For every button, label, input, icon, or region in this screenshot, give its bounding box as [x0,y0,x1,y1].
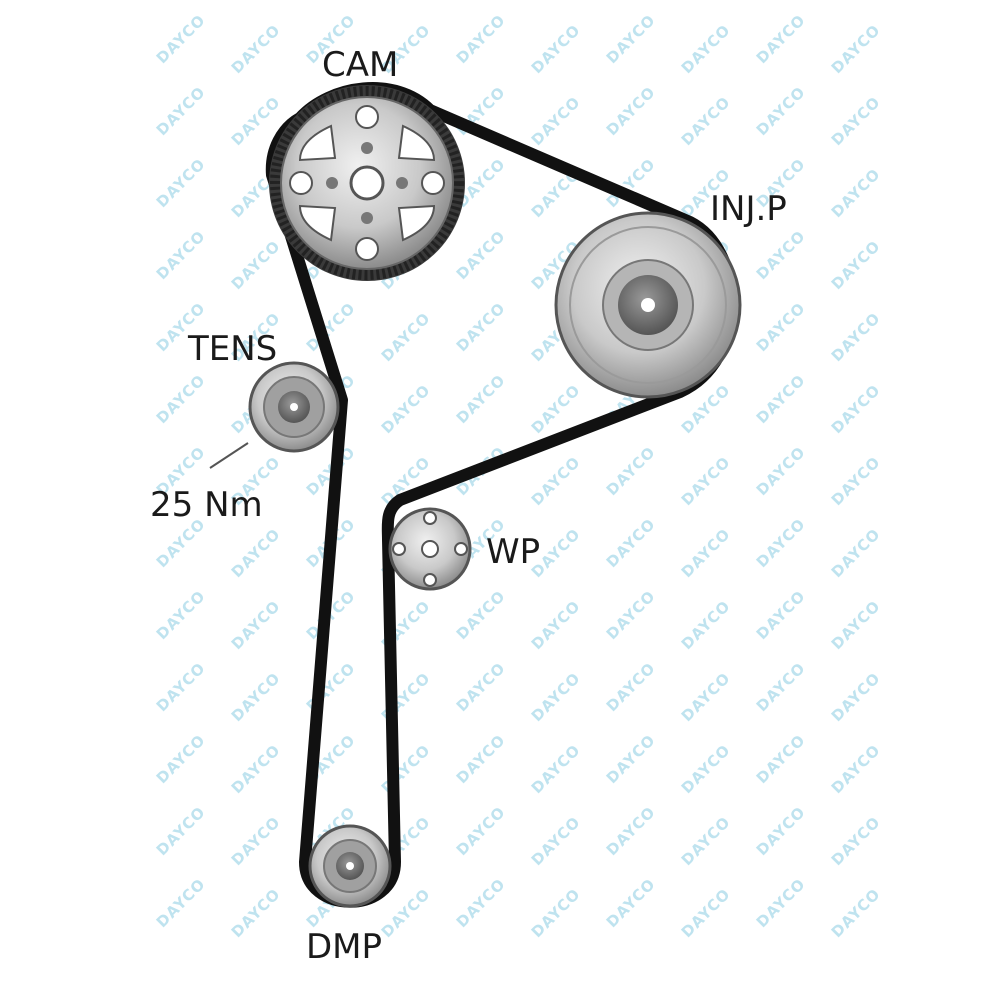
torque-label: 25 Nm [150,485,263,525]
tensioner-label: TENS [188,329,278,369]
inj-pump-label: INJ.P [710,189,787,229]
cam-label: CAM [322,45,399,85]
water-pump-label: WP [486,532,541,572]
torque-leader-line [209,442,249,469]
cam-sprocket [269,85,465,281]
water-pump-pulley [388,507,472,591]
tensioner-pulley [248,361,340,453]
damper-label: DMP [306,927,383,967]
damper-pulley [308,824,392,908]
injection-pump-pulley [554,211,742,399]
